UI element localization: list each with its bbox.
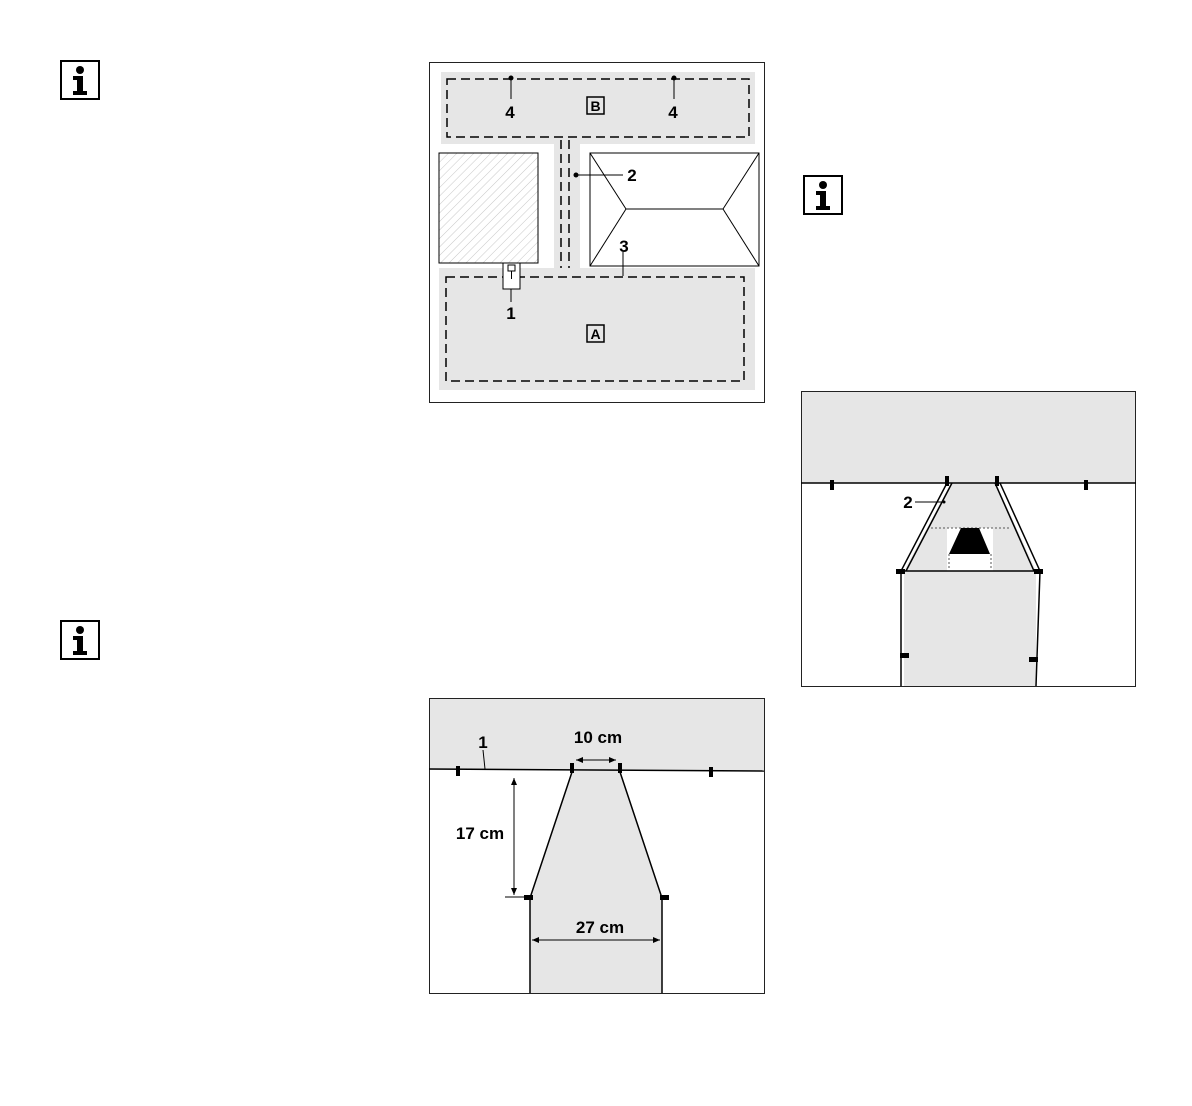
- hatched-structure: [439, 153, 538, 263]
- dimension-bottom: 27 cm: [576, 918, 624, 937]
- info-icon: [60, 60, 100, 100]
- house-roof: [590, 153, 759, 266]
- label-2: 2: [903, 493, 912, 512]
- info-icon: [803, 175, 843, 215]
- passage-diagram: 2: [801, 391, 1136, 687]
- garden-layout-diagram: 4 4 B 2 3 1 A: [429, 62, 765, 403]
- dimension-height: 17 cm: [456, 824, 504, 843]
- label-2: 2: [627, 166, 636, 185]
- info-icon: [60, 620, 100, 660]
- label-3: 3: [619, 237, 628, 256]
- label-4-right: 4: [668, 103, 678, 122]
- label-1: 1: [506, 304, 515, 323]
- zone-a-label: A: [590, 326, 600, 342]
- corridor-area: [554, 142, 580, 272]
- label-1: 1: [478, 733, 487, 752]
- dimension-top: 10 cm: [574, 728, 622, 747]
- label-4-left: 4: [505, 103, 515, 122]
- corridor-dimensions-diagram: 1 10 cm 17 cm 27 cm: [429, 698, 765, 994]
- base-station: [503, 263, 520, 289]
- zone-b-label: B: [590, 98, 600, 114]
